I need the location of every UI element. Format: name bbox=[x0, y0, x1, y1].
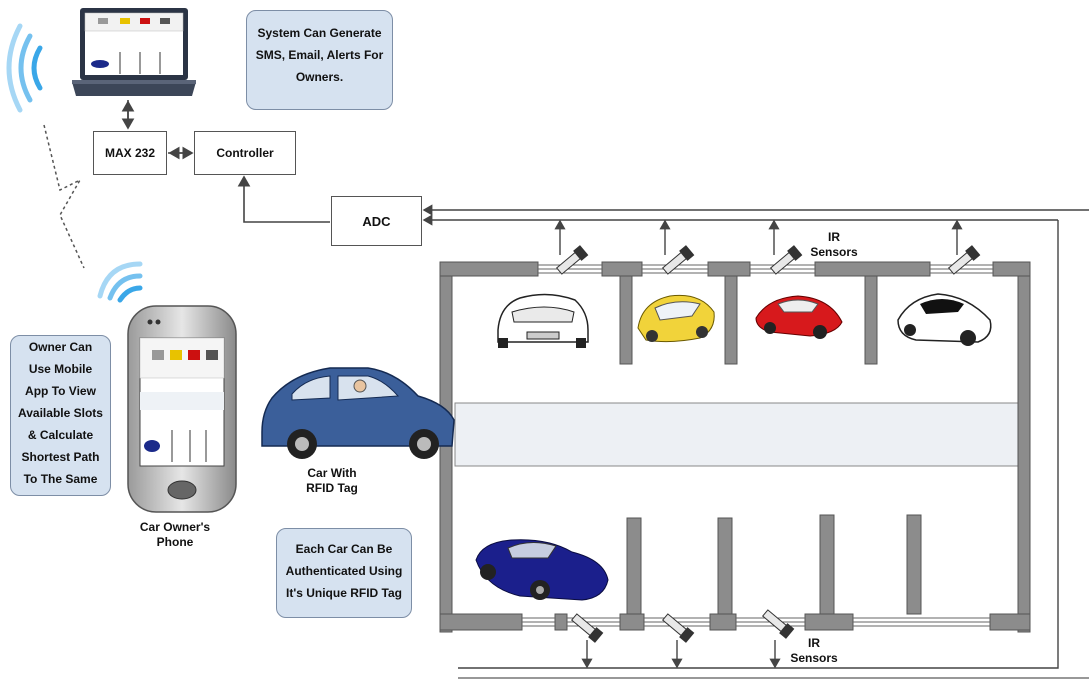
adc-block: ADC bbox=[331, 196, 422, 246]
controller-block: Controller bbox=[194, 131, 296, 175]
car-icon bbox=[897, 293, 992, 346]
car-icon bbox=[637, 294, 715, 343]
car-icon bbox=[755, 295, 843, 339]
ir-sensor-icon bbox=[555, 245, 981, 643]
wireless-link bbox=[43, 124, 85, 269]
car-icon bbox=[497, 293, 589, 348]
rfid-auth-note: Each Car Can Be Authenticated Using It's… bbox=[276, 528, 412, 618]
car-icon bbox=[475, 539, 609, 601]
wifi-icon bbox=[6, 23, 43, 113]
system-alerts-note: System Can Generate SMS, Email, Alerts F… bbox=[246, 10, 393, 110]
max232-block: MAX 232 bbox=[93, 131, 167, 175]
phone-icon bbox=[127, 305, 237, 513]
owner-app-note: Owner Can Use Mobile App To View Availab… bbox=[10, 335, 111, 496]
wifi-icon bbox=[97, 261, 143, 303]
laptop-icon bbox=[72, 8, 196, 96]
parking-layout bbox=[439, 261, 1031, 633]
car-icon bbox=[261, 367, 455, 459]
